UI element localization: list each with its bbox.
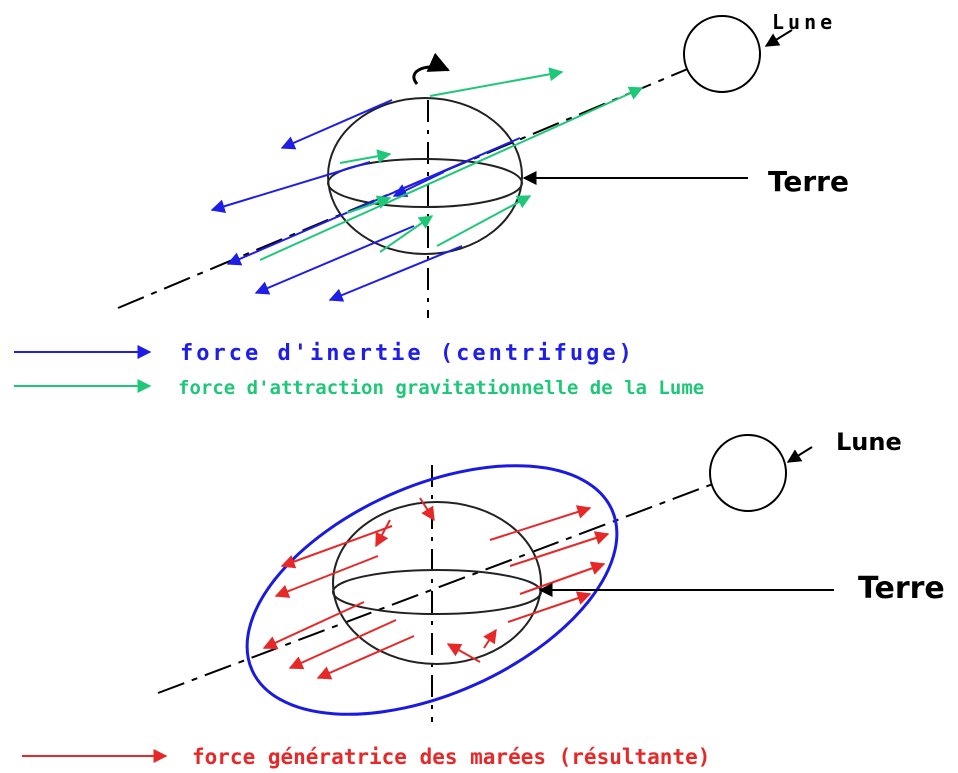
legend: force d'inertie (centrifuge) force d'att… <box>14 341 704 399</box>
moon-label-bottom: Lune <box>836 428 902 456</box>
moon-label: Lune <box>772 10 836 34</box>
red-arrow <box>262 601 365 650</box>
green-arrow <box>259 86 644 261</box>
red-arrow <box>274 555 379 598</box>
green-arrow <box>429 67 564 97</box>
rotation-arrow-icon <box>412 52 450 85</box>
earth-sphere <box>327 97 523 255</box>
moon-circle <box>683 15 761 93</box>
tidal-bulge-ellipse <box>245 464 619 716</box>
moon-pointer-bottom <box>786 446 813 463</box>
earth-sphere-bottom <box>332 501 542 665</box>
red-arrow <box>446 643 481 663</box>
red-arrow <box>316 635 415 680</box>
blue-arrow <box>226 137 521 266</box>
red-arrow <box>280 525 393 569</box>
bottom-diagram: Lune Terre <box>157 428 945 722</box>
red-arrow <box>519 561 606 595</box>
moon-circle-bottom <box>709 434 787 512</box>
legend-green-text: force d'attraction gravitationnelle de l… <box>178 377 704 399</box>
green-arrow <box>436 195 532 247</box>
red-arrow <box>507 591 592 623</box>
blue-arrow <box>254 225 415 295</box>
green-arrow <box>339 149 392 164</box>
green-arrow <box>379 215 434 253</box>
red-arrow <box>509 531 610 567</box>
top-diagram: Lune Terre <box>117 10 849 318</box>
earth-label-bottom: Terre <box>858 571 945 606</box>
red-arrow <box>419 497 435 522</box>
red-arrow <box>489 505 592 541</box>
earth-equator <box>327 158 523 208</box>
red-arrow <box>375 519 391 548</box>
earth-equator-bottom <box>332 569 542 615</box>
bottom-legend: force génératrice des marées (résultante… <box>22 745 710 769</box>
blue-arrow <box>328 245 463 302</box>
blue-arrow <box>392 171 445 197</box>
legend-red-text: force génératrice des marées (résultante… <box>192 745 710 769</box>
earth-label: Terre <box>768 165 849 198</box>
legend-blue-text: force d'inertie (centrifuge) <box>180 341 635 366</box>
red-arrow <box>483 628 497 649</box>
red-arrow <box>288 619 397 670</box>
moon-pointer <box>764 29 793 47</box>
blue-arrow <box>210 161 371 214</box>
earth-moon-axis-bottom <box>157 481 719 694</box>
blue-arrow <box>280 99 393 150</box>
green-arrow <box>346 195 392 214</box>
